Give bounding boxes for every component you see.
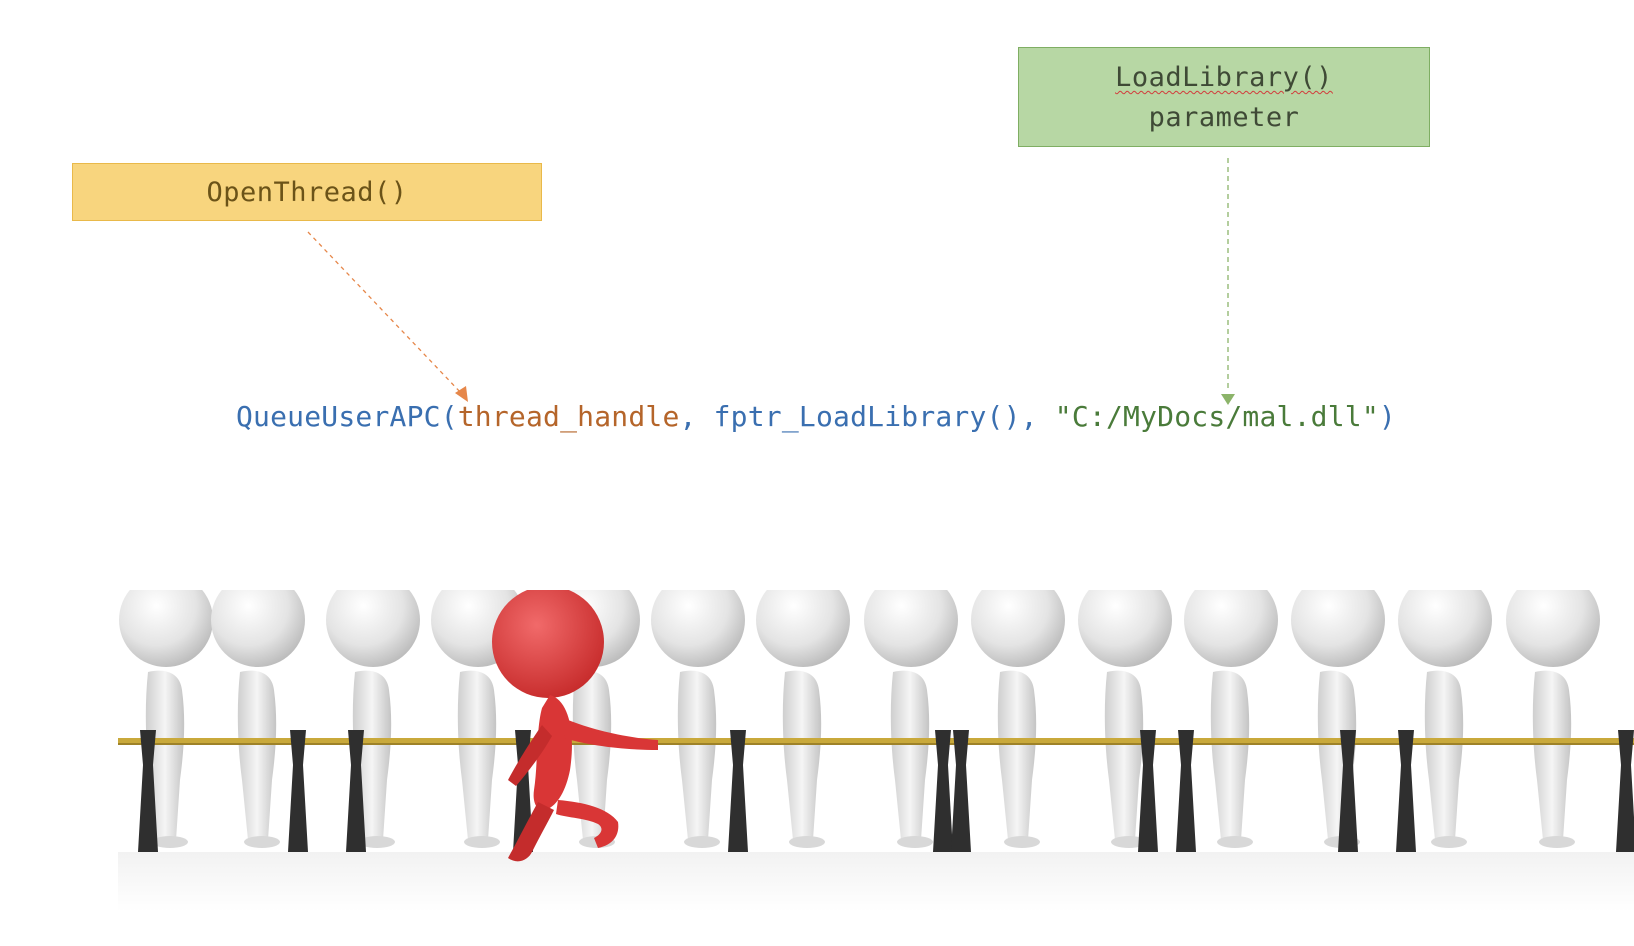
red-figure-leg-front bbox=[556, 800, 619, 848]
figure-head bbox=[1506, 590, 1600, 667]
figure-head bbox=[1078, 590, 1172, 667]
figure-body bbox=[457, 670, 497, 840]
stanchion-post bbox=[1396, 730, 1416, 852]
red-figure-arm-back bbox=[508, 725, 552, 786]
load-library-arrowhead bbox=[1221, 394, 1235, 405]
red-figure-head bbox=[492, 590, 604, 698]
figure-head bbox=[651, 590, 745, 667]
queue-figure bbox=[1398, 590, 1492, 848]
queue-figure bbox=[1506, 590, 1600, 848]
queue-figure bbox=[1184, 590, 1278, 848]
dll-path-arg: "C:/MyDocs/mal.dll" bbox=[1054, 400, 1379, 433]
figure-body bbox=[572, 670, 612, 840]
queue-illustration: (function(){ var ns = "http://www.w3.org… bbox=[118, 590, 1634, 912]
figure-foot bbox=[897, 836, 933, 848]
stanchion-post bbox=[288, 730, 308, 852]
floor bbox=[118, 852, 1634, 912]
figure-foot bbox=[1431, 836, 1467, 848]
arg-separator: , bbox=[1020, 400, 1055, 433]
red-figure-arm-front bbox=[564, 720, 658, 750]
figure-head bbox=[864, 590, 958, 667]
figure-foot bbox=[789, 836, 825, 848]
stanchion-post bbox=[138, 730, 158, 852]
figure-head bbox=[211, 590, 305, 667]
figure-body bbox=[997, 670, 1037, 840]
queue-figure bbox=[211, 590, 305, 848]
figure-body bbox=[1210, 670, 1250, 840]
parameter-label: parameter bbox=[1148, 102, 1300, 133]
stanchion-post bbox=[933, 730, 953, 852]
figure-body bbox=[145, 670, 185, 840]
queue-user-apc-call: QueueUserAPC(thread_handle, fptr_LoadLib… bbox=[236, 400, 1396, 433]
stanchion-post bbox=[951, 730, 971, 852]
load-library-arg: fptr_LoadLibrary() bbox=[713, 400, 1021, 433]
open-thread-arrowhead bbox=[455, 386, 468, 402]
queue-figure bbox=[651, 590, 745, 848]
figure-head bbox=[326, 590, 420, 667]
figure-body bbox=[677, 670, 717, 840]
figure-foot bbox=[359, 836, 395, 848]
queue-figure bbox=[1291, 590, 1385, 848]
red-figure-cutting-line bbox=[492, 590, 658, 862]
figure-head bbox=[756, 590, 850, 667]
figure-body bbox=[890, 670, 930, 840]
stanchion-post bbox=[1176, 730, 1196, 852]
stanchion-post bbox=[728, 730, 748, 852]
figure-body bbox=[782, 670, 822, 840]
thread-handle-arg: thread_handle bbox=[457, 400, 680, 433]
queue-figure bbox=[971, 590, 1065, 848]
figure-head bbox=[971, 590, 1065, 667]
open-thread-note: OpenThread() bbox=[72, 163, 542, 221]
stanchion-post bbox=[1338, 730, 1358, 852]
open-thread-arrow bbox=[307, 231, 463, 395]
queue-figure bbox=[756, 590, 850, 848]
figure-head bbox=[1291, 590, 1385, 667]
open-thread-label: OpenThread() bbox=[206, 177, 408, 208]
figure-foot bbox=[464, 836, 500, 848]
stanchion-post bbox=[1138, 730, 1158, 852]
stanchion-posts bbox=[138, 730, 1634, 852]
queue-figure bbox=[1078, 590, 1172, 848]
queue-rope bbox=[118, 738, 1634, 743]
queue-rope-shadow bbox=[118, 743, 1634, 745]
queue-figures bbox=[119, 590, 1600, 848]
queue-figure bbox=[119, 590, 213, 848]
figure-head bbox=[119, 590, 213, 667]
figure-foot bbox=[244, 836, 280, 848]
figure-foot bbox=[1004, 836, 1040, 848]
stanchion-post bbox=[1616, 730, 1634, 852]
queue-figure bbox=[326, 590, 420, 848]
figure-body bbox=[237, 670, 277, 840]
red-figure-body bbox=[533, 695, 572, 811]
figure-body bbox=[1104, 670, 1144, 840]
figure-foot bbox=[152, 836, 188, 848]
figure-foot bbox=[1111, 836, 1147, 848]
queue-figure bbox=[864, 590, 958, 848]
stanchion-post bbox=[346, 730, 366, 852]
close-paren: ) bbox=[1378, 400, 1396, 433]
arg-separator: , bbox=[679, 400, 714, 433]
load-library-note: LoadLibrary() parameter bbox=[1018, 47, 1430, 147]
figure-foot bbox=[1539, 836, 1575, 848]
figure-head bbox=[1398, 590, 1492, 667]
red-figure-leg-back bbox=[508, 802, 554, 862]
figure-body bbox=[1424, 670, 1464, 840]
figure-body bbox=[1532, 670, 1572, 840]
figure-head bbox=[1184, 590, 1278, 667]
figure-foot bbox=[684, 836, 720, 848]
figure-foot bbox=[1217, 836, 1253, 848]
func-name: QueueUserAPC( bbox=[236, 400, 458, 433]
load-library-label: LoadLibrary() bbox=[1115, 62, 1333, 93]
